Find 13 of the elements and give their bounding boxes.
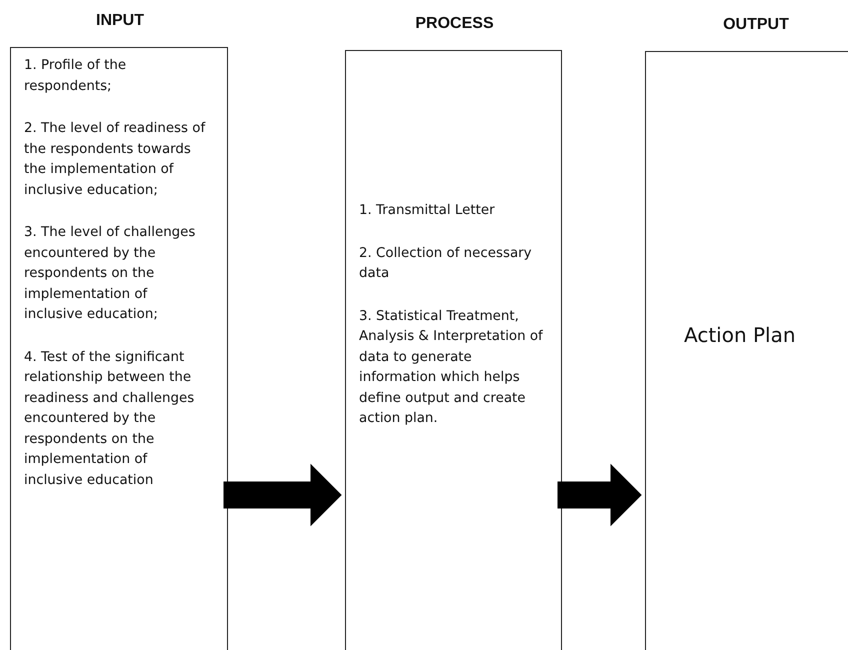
list-item: 1. Transmittal Letter: [359, 202, 496, 220]
block-arrow: [558, 464, 642, 526]
list-item: 2. Collection of necessary data: [359, 244, 533, 283]
column-heading: OUTPUT: [722, 16, 790, 34]
list-item: Action Plan: [684, 322, 797, 348]
list-item: 1. Profile of the respondents;: [24, 57, 128, 96]
list-item: 3. Statistical Treatment, Analysis & Interpretation of data to generate information which helps define output and create action plan.: [359, 308, 544, 428]
list-item: 3. The level of challenges encountered by the respondents on the implementation of inclusive education;: [24, 224, 196, 324]
column-heading: PROCESS: [414, 15, 495, 33]
list-item: 4. Test of the significant relationship between the readiness and challenges encountered by the respondents on the implementation of inclusive education: [24, 348, 196, 490]
column-heading: INPUT: [95, 12, 145, 30]
block-arrow: [224, 464, 342, 526]
list-item: 2. The level of readiness of the respondents towards the implementation of inclusive education;: [24, 120, 206, 200]
